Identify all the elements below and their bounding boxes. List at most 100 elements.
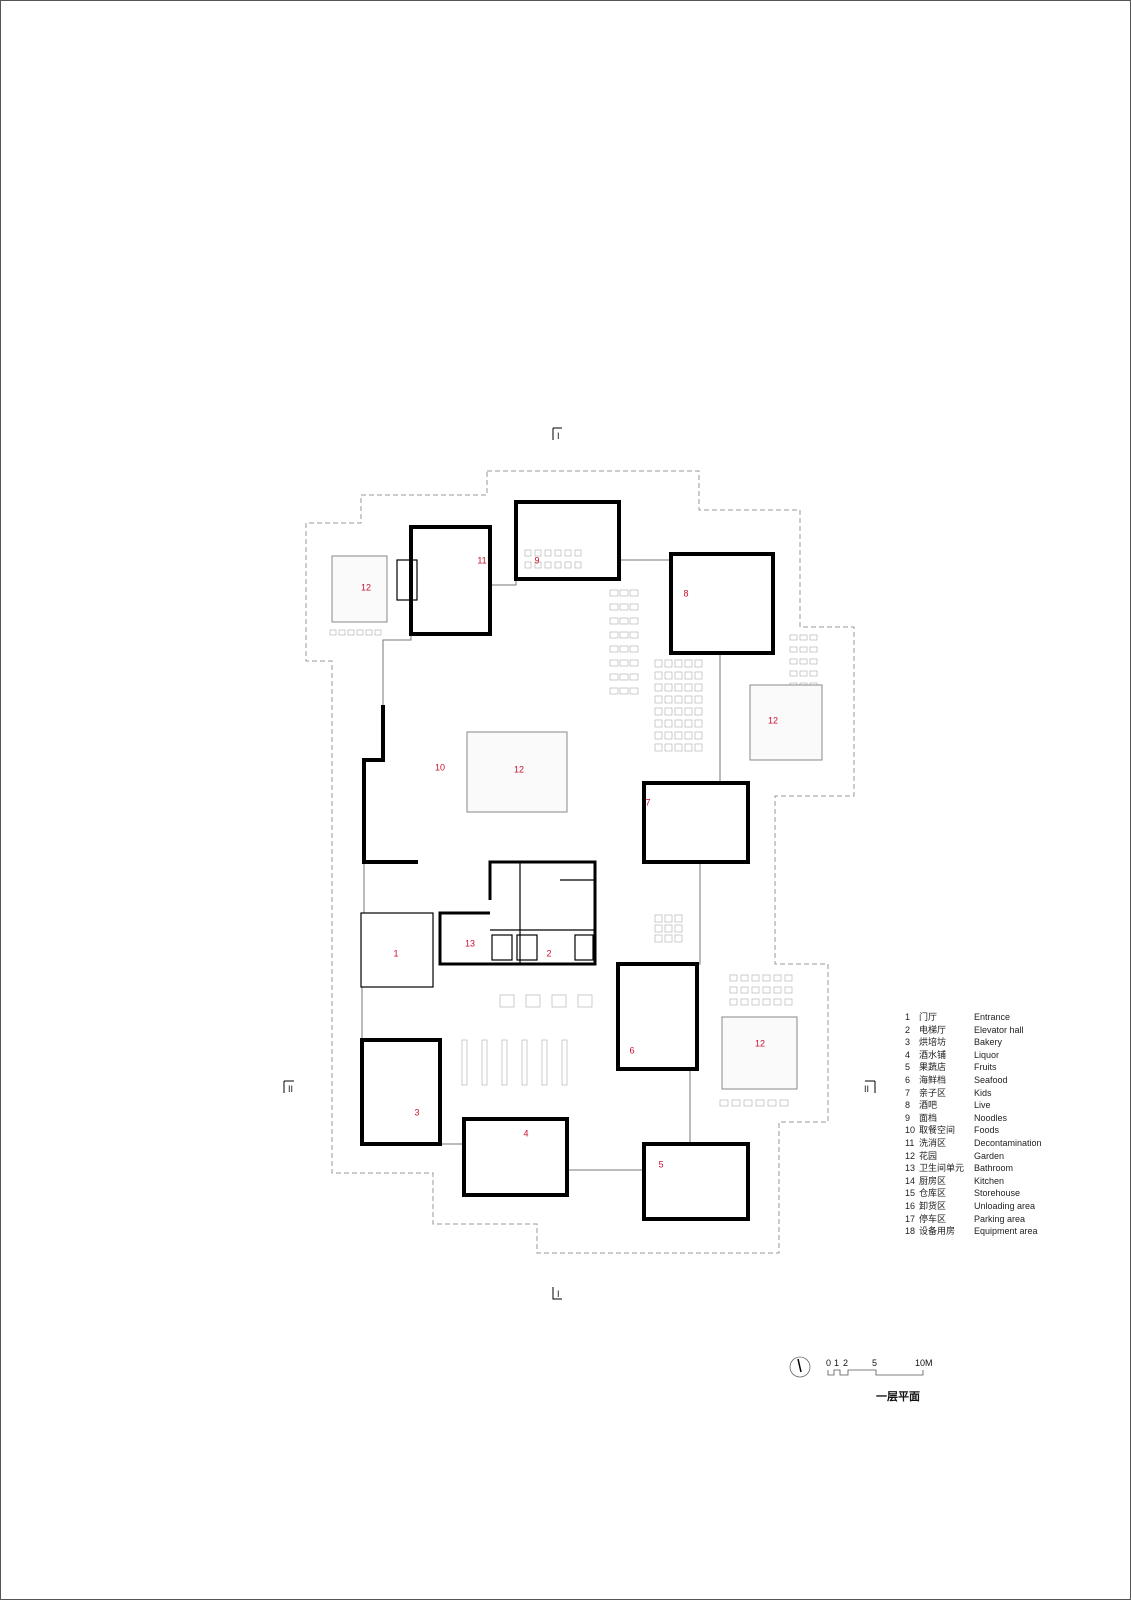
- legend-num: 10: [905, 1125, 916, 1136]
- legend-num: 18: [905, 1226, 916, 1237]
- furniture-piece: [347, 629, 355, 636]
- legend-en: Parking area: [974, 1213, 1026, 1224]
- furniture-piece: [674, 707, 683, 716]
- section-marks: [283, 427, 876, 1300]
- legend-num: 14: [905, 1175, 916, 1186]
- furniture-piece: [799, 670, 808, 677]
- furniture-piece: [694, 707, 703, 716]
- furniture-piece: [554, 549, 562, 557]
- furniture-piece: [534, 561, 542, 569]
- furniture-piece: [654, 707, 663, 716]
- furniture-piece: [654, 934, 663, 943]
- furniture-piece: [499, 994, 515, 1008]
- furniture-piece: [773, 998, 782, 1006]
- furniture-piece: [684, 695, 693, 704]
- furniture-piece: [629, 687, 639, 695]
- furniture-piece: [762, 998, 771, 1006]
- furniture-piece: [799, 634, 808, 641]
- furniture-piece: [564, 549, 572, 557]
- furniture-piece: [609, 673, 619, 681]
- furniture-piece: [551, 994, 567, 1008]
- furniture-piece: [654, 914, 663, 923]
- furniture-piece: [619, 603, 629, 611]
- furniture-piece: [574, 561, 582, 569]
- furniture-piece: [609, 659, 619, 667]
- furniture-piece: [773, 986, 782, 994]
- furniture-piece: [664, 934, 673, 943]
- label-garden-northwest: 12: [361, 582, 371, 592]
- legend-num: 11: [905, 1137, 915, 1148]
- building-shell: [360, 559, 721, 1196]
- legend-en: Decontamination: [974, 1137, 1042, 1148]
- furniture-piece: [521, 1039, 528, 1086]
- legend-num: 7: [905, 1087, 911, 1098]
- legend-zh: 卸货区: [919, 1200, 947, 1211]
- furniture-piece: [809, 670, 818, 677]
- label-kids: 7: [645, 797, 650, 807]
- furniture-piece: [574, 549, 582, 557]
- furniture-piece: [664, 695, 673, 704]
- furniture-piece: [664, 743, 673, 752]
- furniture-piece: [654, 671, 663, 680]
- legend-zh: 海鲜档: [919, 1074, 947, 1085]
- furniture-piece: [544, 549, 552, 557]
- legend-zh: 烘培坊: [919, 1037, 947, 1048]
- legend-en: Elevator hall: [974, 1024, 1024, 1035]
- furniture-piece: [629, 645, 639, 653]
- furniture-piece: [664, 683, 673, 692]
- furniture-piece: [674, 934, 683, 943]
- legend-en: Liquor: [974, 1049, 1000, 1060]
- legend-en: Entrance: [974, 1012, 1011, 1022]
- furniture-piece: [784, 998, 793, 1006]
- furniture-piece: [619, 673, 629, 681]
- furniture-piece: [740, 986, 749, 994]
- furniture-piece: [629, 631, 639, 639]
- core-walls: [438, 860, 597, 966]
- furniture-piece: [751, 986, 760, 994]
- gardens: [331, 555, 823, 1090]
- furniture-piece: [534, 549, 542, 557]
- scale-tick-5: 5: [872, 1358, 877, 1368]
- furniture-piece: [789, 658, 798, 665]
- furniture-piece: [544, 561, 552, 569]
- scale-tick-2: 2: [843, 1358, 848, 1368]
- legend-zh: 设备用房: [919, 1226, 956, 1237]
- furniture-piece: [694, 683, 703, 692]
- legend-num: 2: [905, 1024, 911, 1035]
- legend-en: Fruits: [974, 1062, 997, 1073]
- legend-zh: 厨房区: [919, 1175, 947, 1186]
- furniture-piece: [619, 645, 629, 653]
- section-mark-right: II: [864, 1084, 869, 1094]
- furniture-piece: [664, 707, 673, 716]
- furniture-piece: [684, 743, 693, 752]
- label-seafood: 6: [629, 1045, 634, 1055]
- legend-num: 3: [905, 1037, 911, 1048]
- furniture-piece: [654, 924, 663, 933]
- legend-num: 16: [905, 1200, 916, 1211]
- legend-num: 17: [905, 1213, 916, 1224]
- room-fruits-walls: [642, 1142, 750, 1221]
- furniture-piece: [654, 719, 663, 728]
- legend-en: Storehouse: [974, 1188, 1021, 1199]
- furniture-piece: [664, 671, 673, 680]
- furniture-piece: [541, 1039, 548, 1086]
- legend-en: Foods: [974, 1125, 1000, 1136]
- furniture-piece: [729, 998, 738, 1006]
- label-garden-east: 12: [768, 715, 778, 725]
- legend-en: Kitchen: [974, 1175, 1005, 1186]
- label-liquor: 4: [523, 1128, 528, 1138]
- legend-zh: 花园: [919, 1150, 938, 1161]
- legend-en: Garden: [974, 1150, 1005, 1161]
- legend-en: Live: [974, 1100, 991, 1111]
- furniture-piece: [619, 631, 629, 639]
- furniture-piece: [338, 629, 346, 636]
- legend-num: 1: [905, 1012, 911, 1022]
- furniture-piece: [694, 731, 703, 740]
- furniture-piece: [524, 549, 532, 557]
